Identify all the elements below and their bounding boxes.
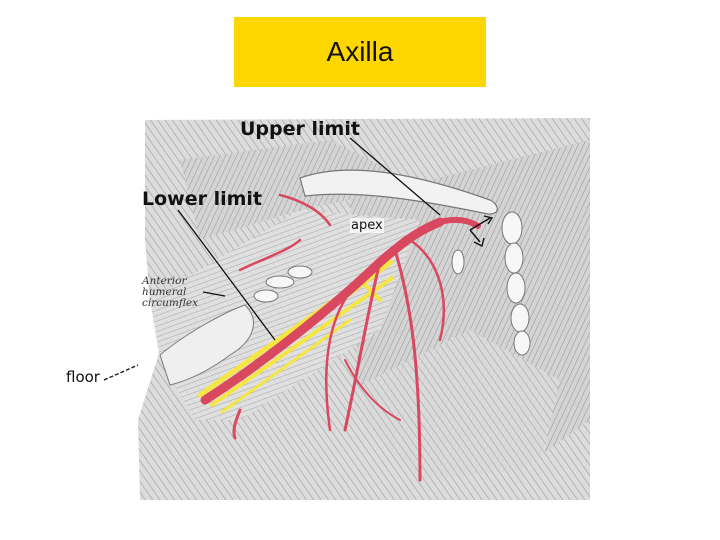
lower-limit-leader bbox=[177, 209, 276, 341]
upper-limit-label: Upper limit bbox=[240, 118, 360, 140]
lower-limit-label: Lower limit bbox=[142, 188, 263, 210]
bracket-arrow-icon bbox=[469, 215, 494, 248]
rib-cartilage bbox=[253, 211, 531, 356]
apex-label: apex bbox=[350, 218, 384, 233]
title-box: Axilla bbox=[234, 17, 486, 87]
humerus bbox=[159, 304, 254, 386]
slide-title: Axilla bbox=[326, 36, 394, 67]
floor-leader bbox=[103, 364, 139, 381]
anatomy-leader bbox=[202, 291, 226, 297]
anterior-humeral-circumflex-label: Anterior humeral circumflex bbox=[142, 276, 198, 309]
floor-label: floor bbox=[66, 368, 100, 386]
leader-lines bbox=[103, 137, 441, 381]
anat-line-3: circumflex bbox=[142, 297, 198, 309]
axillary-artery bbox=[200, 193, 481, 482]
upper-limit-leader bbox=[349, 137, 441, 216]
clavicle bbox=[299, 169, 498, 215]
anat-line-2: humeral bbox=[142, 286, 187, 298]
anat-line-1: Anterior bbox=[142, 275, 187, 287]
